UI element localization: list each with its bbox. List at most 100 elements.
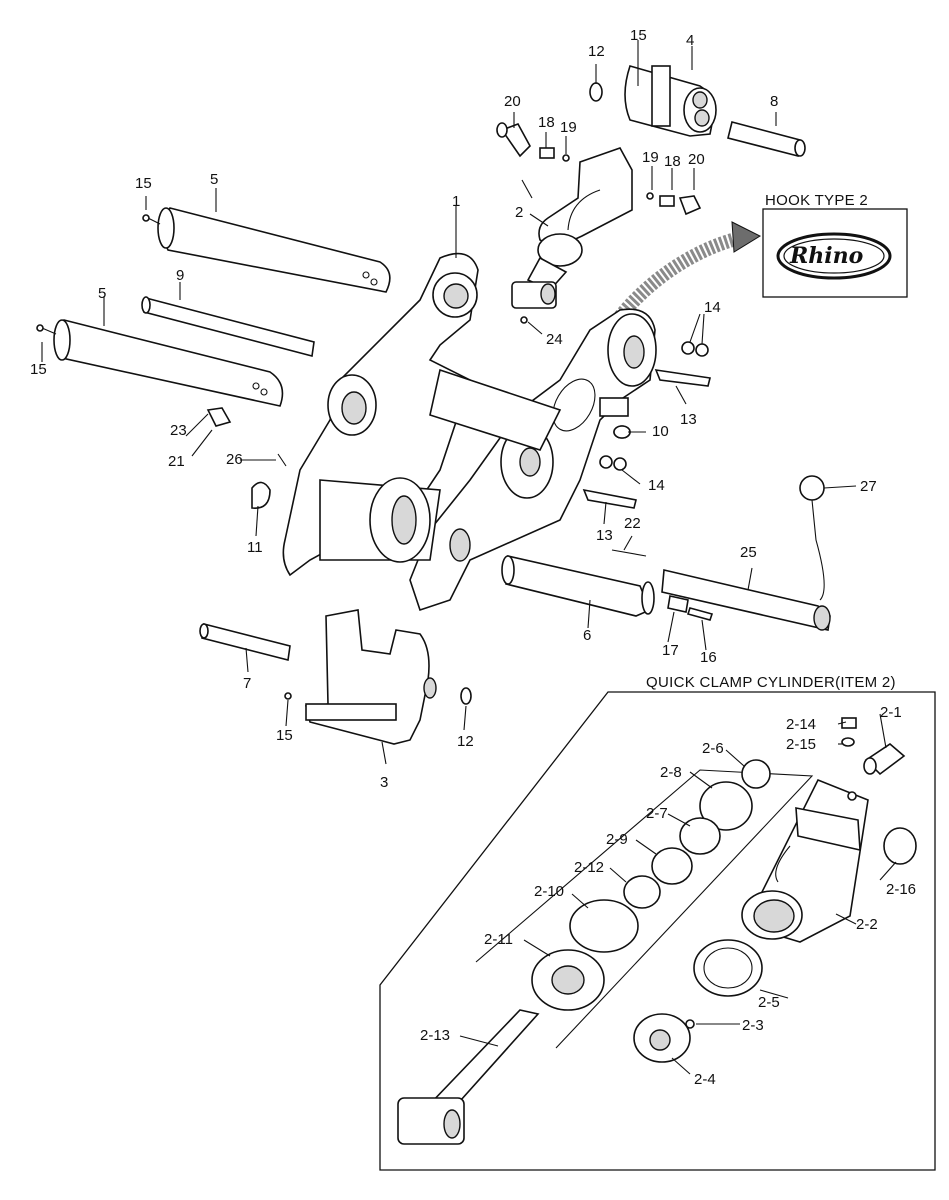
hook-arrow [591, 231, 742, 354]
callout-l14a: 14 [704, 299, 721, 316]
callout-l15d: 15 [276, 727, 293, 744]
ring-12-lower [460, 687, 472, 705]
cotter-26 [277, 453, 287, 467]
callout-l11: 11 [247, 539, 263, 556]
callout-c15: 2-15 [786, 736, 817, 753]
cylinder-box-title: QUICK CLAMP CYLINDER(ITEM 2) [646, 674, 896, 691]
callout-l21: 21 [168, 453, 185, 470]
pin-25 [661, 569, 831, 631]
callout-l15b: 15 [30, 361, 47, 378]
callout-c11: 2-11 [484, 931, 513, 948]
washer-2-15 [841, 737, 855, 747]
pin-9 [141, 296, 315, 358]
callout-c6: 2-6 [702, 740, 724, 757]
callout-l16: 16 [700, 649, 717, 666]
pin-8 [727, 121, 806, 158]
ring-11 [251, 481, 271, 509]
callout-c4: 2-4 [694, 1071, 716, 1088]
ring-12-top [589, 82, 603, 102]
callout-l17: 17 [662, 642, 679, 659]
hole-2-2 [847, 791, 857, 801]
gland-2-11 [531, 949, 605, 1011]
screw-2-3 [685, 1019, 695, 1029]
callout-c3: 2-3 [742, 1017, 764, 1034]
pin-22 [611, 549, 647, 557]
callout-l19b: 19 [642, 149, 659, 166]
ring-10 [613, 425, 631, 439]
callout-l12b: 12 [457, 733, 474, 750]
grease-15-lower [284, 692, 292, 700]
callout-c12: 2-12 [574, 859, 605, 876]
oring-2-10 [569, 899, 639, 953]
callout-c7: 2-7 [646, 805, 668, 822]
piston-2-4 [633, 1013, 691, 1063]
callout-l26: 26 [226, 451, 243, 468]
callout-l6: 6 [583, 627, 592, 644]
hook-type-title: HOOK TYPE 2 [765, 192, 869, 209]
pin-5-upper [142, 207, 391, 293]
callout-l20a: 20 [504, 93, 521, 110]
bolts-13-14 [582, 341, 711, 509]
callout-l14b: 14 [648, 477, 665, 494]
fitting-2-1 [863, 742, 906, 776]
callout-l12a: 12 [588, 43, 605, 60]
callout-l25: 25 [740, 544, 757, 561]
callout-l27: 27 [860, 478, 877, 495]
plate-23 [206, 407, 232, 427]
piston-2-5 [693, 939, 763, 997]
callout-l8: 8 [770, 93, 779, 110]
callout-l5a: 5 [210, 171, 219, 188]
cylinder-part-2 [511, 147, 633, 309]
callout-c9: 2-9 [606, 831, 628, 848]
callout-c16: 2-16 [886, 881, 917, 898]
callout-l2: 2 [515, 204, 524, 221]
callout-l4: 4 [686, 32, 695, 49]
ring-2-12 [623, 875, 661, 909]
cylinder-box-outline [379, 691, 936, 1171]
callout-c14: 2-14 [786, 716, 817, 733]
callout-l24: 24 [546, 331, 563, 348]
callout-l23: 23 [170, 422, 187, 439]
rod-2-13 [397, 1009, 540, 1145]
oring-2-8 [699, 781, 753, 831]
pin-6 [501, 555, 655, 617]
callout-l9: 9 [176, 267, 185, 284]
callout-l13a: 13 [680, 411, 697, 428]
bushing-2-16 [883, 827, 917, 865]
callout-c1: 2-1 [880, 704, 902, 721]
seal-2-6 [741, 759, 771, 789]
callout-c2: 2-2 [856, 916, 878, 933]
pin-5-lower [36, 319, 284, 407]
fittings-top [496, 122, 702, 324]
callout-l20b: 20 [688, 151, 705, 168]
callout-l18a: 18 [538, 114, 555, 131]
main-frame-part-1 [282, 252, 657, 612]
callout-l15c: 15 [630, 27, 647, 44]
lanyard-27 [799, 475, 825, 601]
callout-l5b: 5 [98, 285, 107, 302]
callout-l13b: 13 [596, 527, 613, 544]
hook-part-4 [624, 65, 717, 137]
callout-c5: 2-5 [758, 994, 780, 1011]
callout-l3: 3 [380, 774, 389, 791]
rhino-logo-oval [776, 232, 892, 280]
callout-l15a: 15 [135, 175, 152, 192]
callout-c10: 2-10 [534, 883, 565, 900]
ring-2-7 [679, 817, 721, 855]
cylinder-barrel-2-2 [741, 778, 869, 943]
callout-l18b: 18 [664, 153, 681, 170]
callout-c8: 2-8 [660, 764, 682, 781]
leader-lines [41, 40, 897, 1075]
rhino-logo-text: Rhino [790, 243, 864, 269]
callout-l7: 7 [243, 675, 252, 692]
pin-7 [199, 623, 291, 661]
callout-l1: 1 [452, 193, 461, 210]
callout-l22: 22 [624, 515, 641, 532]
callout-l10: 10 [652, 423, 669, 440]
retainer-17-16 [667, 595, 714, 621]
ring-2-9 [651, 847, 693, 885]
callout-c13: 2-13 [420, 1027, 451, 1044]
callout-l19a: 19 [560, 119, 577, 136]
hook-part-3 [304, 609, 437, 745]
